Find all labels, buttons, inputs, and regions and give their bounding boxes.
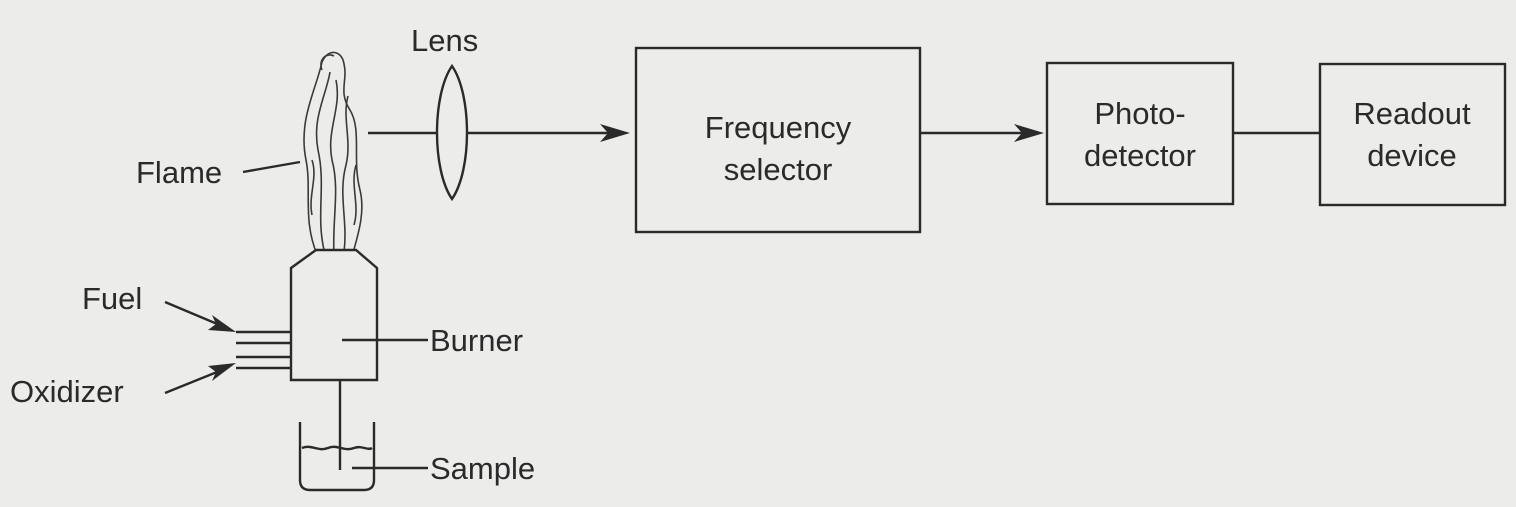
burner-body [289,248,379,382]
sample-beaker [298,422,376,492]
fuel-arrowhead [208,315,236,332]
oxidizer-label: Oxidizer [10,374,124,409]
photo-detector-line-1: Photo- [1094,96,1185,131]
readout-device-line-1: Readout [1353,96,1471,131]
photo-detector-box [1045,61,1235,206]
oxidizer-arrowhead [208,363,236,381]
frequency-selector-line-2: selector [724,152,833,187]
fuel-arrow-line [164,300,223,328]
flame-shape [303,51,363,258]
flame-label: Flame [136,155,222,190]
lens-label: Lens [411,23,478,58]
arrowhead-to-detector [1014,124,1044,142]
arrowhead-to-selector [600,124,630,142]
sample-label: Sample [430,451,535,486]
frequency-selector-line-1: Frequency [705,110,852,145]
inlet-tubes [236,330,291,370]
flame-leader-line [242,160,301,174]
photo-detector-line-2: detector [1084,138,1196,173]
sample-liquid-surface [301,445,373,451]
burner-label: Burner [430,323,523,358]
readout-device-line-2: device [1367,138,1457,173]
oxidizer-arrow-line [164,368,223,395]
fuel-label: Fuel [82,281,142,316]
lens-shape [435,63,469,202]
readout-device-box [1318,62,1507,207]
frequency-selector-box [634,46,922,234]
